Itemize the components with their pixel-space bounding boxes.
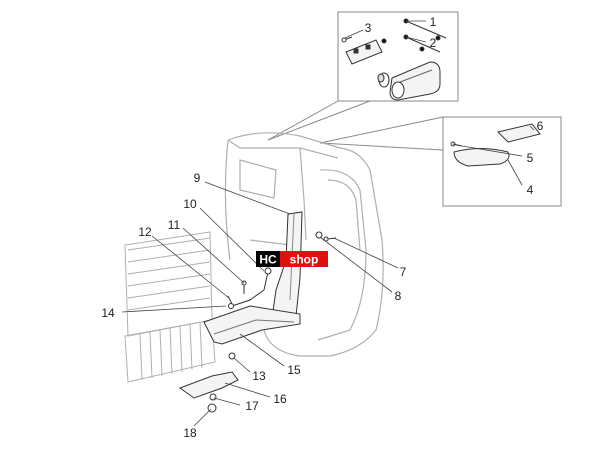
callout-11: 11: [168, 218, 181, 232]
callout-10: 10: [183, 197, 197, 211]
callout-12: 12: [138, 225, 152, 239]
callout-labels: 1 2 3 4 5 6 7 8 9 10 11 12 13 14 15 16 1…: [101, 15, 543, 440]
callout-8: 8: [395, 289, 402, 303]
callout-18: 18: [183, 426, 197, 440]
callout-16: 16: [273, 392, 287, 406]
callout-5: 5: [527, 151, 534, 165]
callout-3: 3: [365, 21, 372, 35]
detail-box-right: [319, 116, 562, 207]
callout-1: 1: [430, 15, 437, 29]
step-trim: [203, 305, 301, 345]
logo-text-left: HC: [259, 253, 277, 267]
leader-lines: [121, 20, 535, 427]
sun-visor-assembly: [450, 123, 541, 167]
screw-set: [315, 231, 337, 242]
cargo-bed-outline: [124, 231, 216, 383]
callout-2: 2: [430, 36, 437, 50]
callout-15: 15: [287, 363, 301, 377]
callout-13: 13: [252, 369, 266, 383]
cab-outline: [224, 132, 384, 357]
callout-4: 4: [527, 183, 534, 197]
logo-text-right: shop: [290, 253, 319, 267]
floor-panel: [178, 352, 239, 413]
callout-6: 6: [537, 119, 544, 133]
callout-17: 17: [245, 399, 259, 413]
interior-light-assembly: [341, 18, 447, 101]
hc-shop-logo: HC shop: [256, 251, 328, 267]
callout-9: 9: [194, 171, 201, 185]
callout-14: 14: [101, 306, 115, 320]
callout-7: 7: [400, 265, 407, 279]
